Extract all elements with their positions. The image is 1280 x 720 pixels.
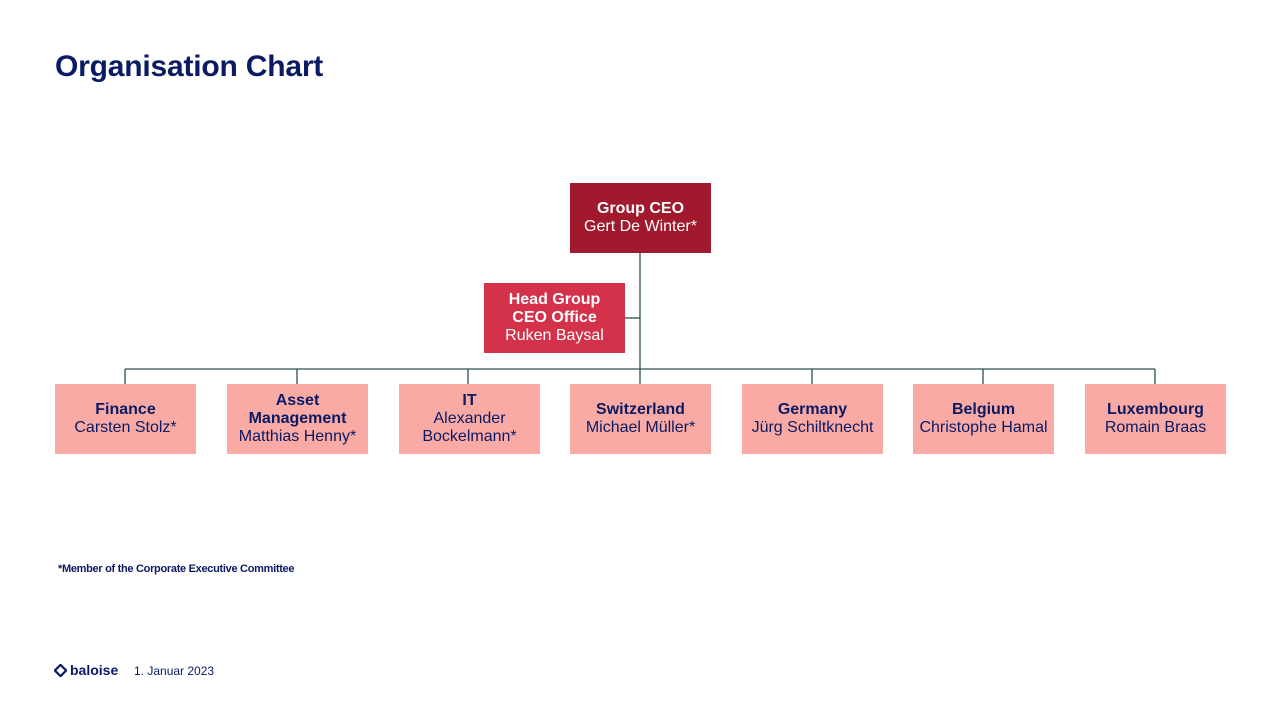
- unit-box-switzerland: Switzerland Michael Müller*: [570, 384, 711, 454]
- role-label: Germany: [777, 401, 848, 418]
- unit-box-finance: Finance Carsten Stolz*: [55, 384, 196, 454]
- person-name: Gert De Winter*: [584, 218, 697, 235]
- person-name: Alexander Bockelmann*: [422, 410, 517, 445]
- role-label: IT: [462, 392, 477, 409]
- person-name: Ruken Baysal: [505, 327, 604, 344]
- role-label: Head Group CEO Office: [508, 291, 601, 326]
- unit-box-luxembourg: Luxembourg Romain Braas: [1085, 384, 1226, 454]
- role-label: Belgium: [951, 401, 1016, 418]
- page-title: Organisation Chart: [55, 50, 324, 83]
- person-name: Jürg Schiltknecht: [751, 419, 874, 436]
- unit-box-asset-management: Asset Management Matthias Henny*: [227, 384, 368, 454]
- person-name: Matthias Henny*: [238, 428, 357, 445]
- unit-box-belgium: Belgium Christophe Hamal: [913, 384, 1054, 454]
- footnote: *Member of the Corporate Executive Commi…: [58, 563, 295, 575]
- baloise-logo: baloise: [54, 662, 118, 678]
- role-label: Group CEO: [596, 200, 685, 217]
- footer-date: 1. Januar 2023: [134, 664, 215, 678]
- unit-box-it: IT Alexander Bockelmann*: [399, 384, 540, 454]
- person-name: Carsten Stolz*: [74, 419, 177, 436]
- role-label: Asset Management: [248, 392, 347, 427]
- person-name: Romain Braas: [1104, 419, 1207, 436]
- logo-text: baloise: [70, 662, 119, 678]
- ceo-office-box: Head Group CEO Office Ruken Baysal: [484, 283, 625, 353]
- unit-box-germany: Germany Jürg Schiltknecht: [742, 384, 883, 454]
- role-label: Switzerland: [596, 401, 685, 418]
- diamond-icon: [54, 663, 67, 677]
- group-ceo-box: Group CEO Gert De Winter*: [570, 183, 711, 253]
- person-name: Christophe Hamal: [919, 419, 1048, 436]
- person-name: Michael Müller*: [585, 419, 696, 436]
- role-label: Luxembourg: [1107, 401, 1204, 418]
- role-label: Finance: [95, 401, 156, 418]
